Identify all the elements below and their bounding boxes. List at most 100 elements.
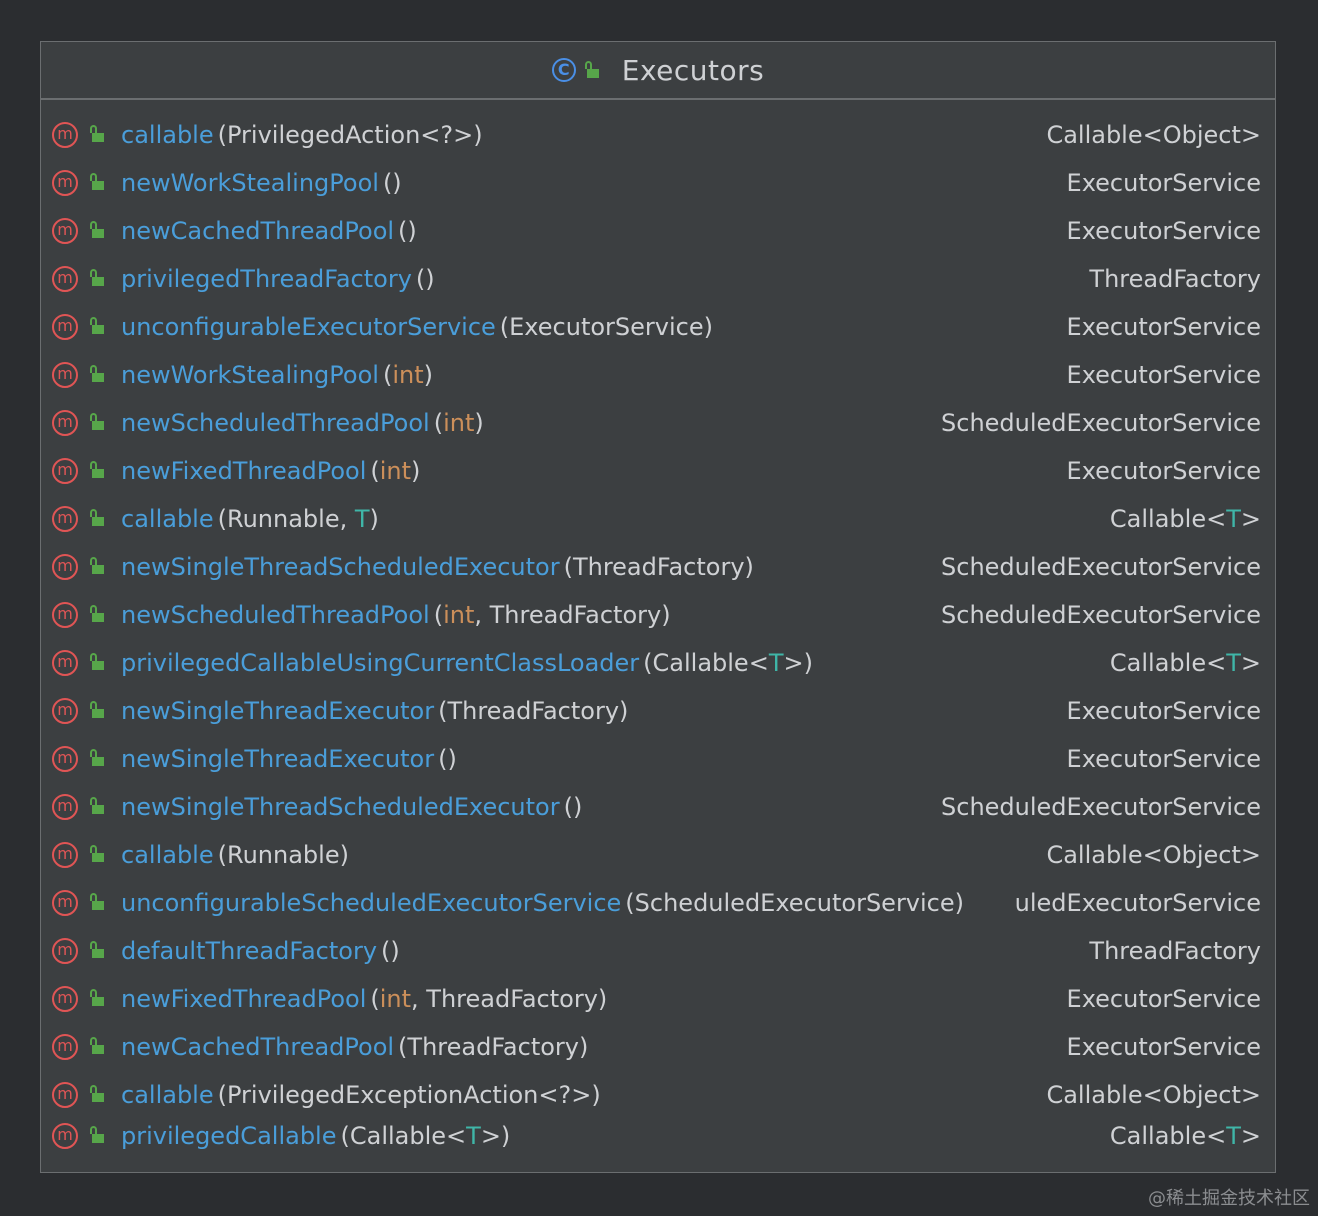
return-type: Callable<Object> xyxy=(1046,111,1261,159)
return-type: Callable<Object> xyxy=(1046,1071,1261,1119)
param-segment: (Runnable, xyxy=(217,505,355,533)
return-type: ExecutorService xyxy=(1067,1023,1261,1071)
method-name: callable xyxy=(121,1081,214,1109)
method-name: newScheduledThreadPool xyxy=(121,601,430,629)
method-params: (int) xyxy=(370,457,420,485)
method-params: (Runnable, T) xyxy=(218,505,379,533)
return-type: Callable<T> xyxy=(1110,495,1261,543)
method-signature: callable(Runnable, T) xyxy=(121,495,379,543)
return-type: ExecutorService xyxy=(1067,447,1261,495)
method-params: () xyxy=(381,937,400,965)
method-icon: m xyxy=(52,1034,78,1060)
method-name: callable xyxy=(121,121,214,149)
param-segment: , ThreadFactory) xyxy=(474,601,671,629)
method-icon: m xyxy=(52,650,78,676)
return-type: ExecutorService xyxy=(1067,687,1261,735)
method-params: () xyxy=(398,217,417,245)
method-signature: newFixedThreadPool(int, ThreadFactory) xyxy=(121,975,607,1023)
method-icon: m xyxy=(52,170,78,196)
return-segment: ExecutorService xyxy=(1066,169,1261,197)
param-segment: (ThreadFactory) xyxy=(563,553,754,581)
param-segment: T xyxy=(354,505,370,533)
method-name: newWorkStealingPool xyxy=(121,361,379,389)
return-type: uledExecutorService xyxy=(1015,879,1261,927)
return-segment: ExecutorService xyxy=(1066,985,1261,1013)
method-icon: m xyxy=(52,122,78,148)
param-segment: (Callable< xyxy=(643,649,769,677)
param-segment: () xyxy=(398,217,417,245)
param-segment: int xyxy=(443,601,475,629)
param-segment: ) xyxy=(411,457,421,485)
method-signature: unconfigurableExecutorService(ExecutorSe… xyxy=(121,303,713,351)
method-params: (Runnable) xyxy=(218,841,349,869)
param-segment: () xyxy=(563,793,583,821)
param-segment: T xyxy=(768,649,784,677)
method-signature: newWorkStealingPool(int) xyxy=(121,351,433,399)
return-segment: ExecutorService xyxy=(1066,361,1261,389)
method-icon: m xyxy=(52,1082,78,1108)
public-lock-icon xyxy=(89,941,105,959)
return-segment: ExecutorService xyxy=(1066,1033,1261,1061)
param-segment: (ExecutorService) xyxy=(499,313,713,341)
method-params: (Callable<T>) xyxy=(340,1122,510,1150)
method-params: (int) xyxy=(434,409,484,437)
return-segment: ExecutorService xyxy=(1066,745,1261,773)
method-icon: m xyxy=(52,362,78,388)
param-segment: ( xyxy=(433,601,444,629)
return-segment: > xyxy=(1240,505,1261,533)
return-type: ExecutorService xyxy=(1067,975,1261,1023)
method-row[interactable]: m unconfigurableScheduledExecutorService(… xyxy=(41,879,1275,927)
return-segment: ScheduledExecutorService xyxy=(941,553,1261,581)
method-name: defaultThreadFactory xyxy=(121,937,378,965)
method-icon: m xyxy=(52,746,78,772)
public-lock-icon xyxy=(89,749,105,767)
param-segment: ( xyxy=(433,409,444,437)
method-params: () xyxy=(383,169,402,197)
method-signature: unconfigurableScheduledExecutorService(S… xyxy=(121,879,964,927)
return-segment: ScheduledExecutorService xyxy=(941,793,1261,821)
return-type: ThreadFactory xyxy=(1089,255,1261,303)
public-lock-icon xyxy=(89,1085,105,1103)
param-segment: int xyxy=(392,361,424,389)
param-segment: ( xyxy=(382,361,393,389)
public-lock-icon xyxy=(89,509,105,527)
param-segment: ) xyxy=(369,505,379,533)
method-icon: m xyxy=(52,554,78,580)
method-signature: privilegedCallableUsingCurrentClassLoade… xyxy=(121,639,813,687)
method-signature: newFixedThreadPool(int) xyxy=(121,447,420,495)
public-lock-icon xyxy=(89,605,105,623)
method-row[interactable]: m privilegedCallableUsingCurrentClassLoad… xyxy=(41,639,1275,687)
method-row[interactable]: m newWorkStealingPool(int) ExecutorService xyxy=(41,351,1275,399)
return-segment: ExecutorService xyxy=(1066,313,1261,341)
method-name: newSingleThreadExecutor xyxy=(121,697,435,725)
return-segment: ScheduledExecutorService xyxy=(941,601,1261,629)
method-icon: m xyxy=(52,890,78,916)
return-type: ExecutorService xyxy=(1067,207,1261,255)
method-name: callable xyxy=(121,505,214,533)
public-lock-icon xyxy=(89,269,105,287)
watermark: @稀土掘金技术社区 xyxy=(1148,1188,1310,1209)
return-segment: Callable<Object> xyxy=(1046,841,1261,869)
param-segment: (Runnable) xyxy=(217,841,349,869)
param-segment: (ScheduledExecutorService) xyxy=(625,889,965,917)
param-segment: (Callable< xyxy=(340,1122,467,1150)
